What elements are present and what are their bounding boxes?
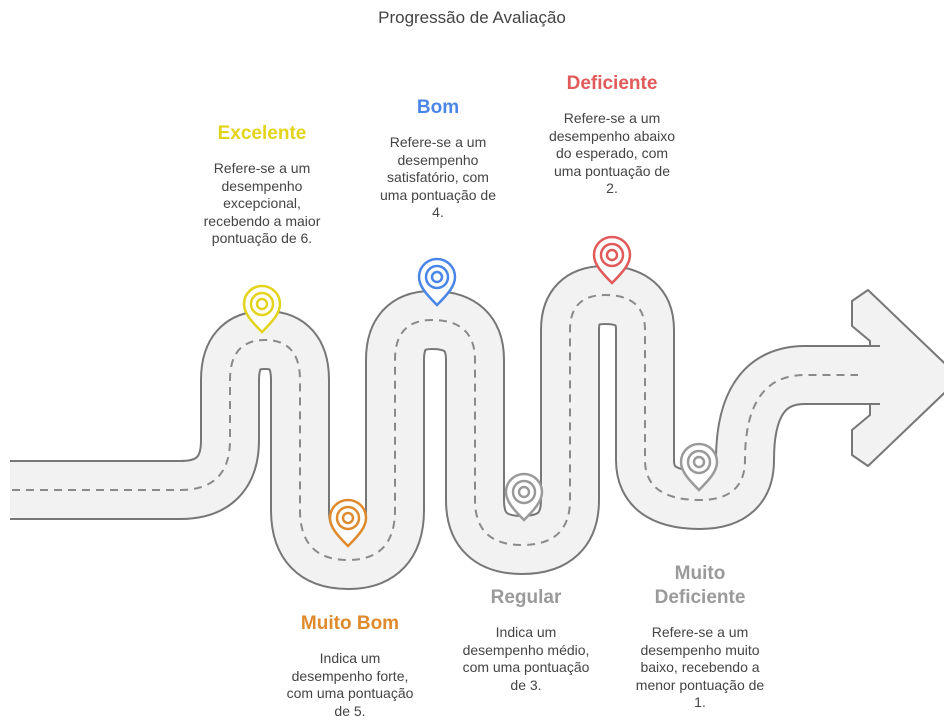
arrow-head-icon <box>851 289 944 467</box>
desc-line: desempenho médio, <box>462 641 590 658</box>
desc-line: com uma pontuação <box>462 659 590 675</box>
stage-bom: Bom Refere-se a um desempenho satisfatór… <box>348 96 528 222</box>
stage-name: Regular <box>490 587 562 608</box>
desc-line: menor pontuação de <box>635 676 765 693</box>
desc-line: pontuação de 6. <box>211 230 313 246</box>
stage-name-line: Muito <box>674 563 726 584</box>
desc-line: do esperado, com <box>555 145 669 161</box>
stage-name: Bom <box>416 97 460 118</box>
desc-line: Refere-se a um <box>389 134 487 150</box>
stage-description: Refere-se a um desempenho satisfatório, … <box>348 134 528 222</box>
desc-line: baixo, recebendo a <box>640 659 760 675</box>
desc-line: desempenho abaixo <box>548 127 676 144</box>
diagram-title: Progressão de Avaliação <box>378 8 566 27</box>
desc-line: recebendo a maior <box>203 212 321 229</box>
desc-line: Indica um <box>319 650 381 666</box>
desc-line: de 5. <box>334 702 366 719</box>
desc-line: satisfatório, com <box>387 169 489 185</box>
stage-muito-bom: Muito Bom Indica um desempenho forte, co… <box>260 612 440 720</box>
road-center-line <box>12 293 858 562</box>
stage-description: Refere-se a um desempenho excepcional, r… <box>172 160 352 248</box>
desc-line: 2. <box>606 180 618 196</box>
stage-name-line: Deficiente <box>654 587 746 608</box>
desc-line: desempenho <box>221 177 303 194</box>
desc-line: excepcional, <box>223 195 301 211</box>
stage-description: Indica um desempenho forte, com uma pont… <box>260 650 440 720</box>
stage-name: Excelente <box>217 123 307 144</box>
desc-line: com uma pontuação <box>286 685 414 701</box>
desc-line: desempenho <box>397 151 479 168</box>
stage-deficiente: Deficiente Refere-se a um desempenho aba… <box>522 72 702 198</box>
desc-line: desempenho forte, <box>291 667 409 684</box>
stage-description: Indica um desempenho médio, com uma pont… <box>436 624 616 694</box>
desc-line: Refere-se a um <box>213 160 311 176</box>
desc-line: de 3. <box>510 676 542 693</box>
stage-description: Refere-se a um desempenho abaixo do espe… <box>522 110 702 198</box>
desc-line: Indica um <box>495 624 557 640</box>
desc-line: 4. <box>432 204 444 220</box>
stage-muito-deficiente: Muito Deficiente Refere-se a um desempen… <box>610 562 790 712</box>
desc-line: 1. <box>694 694 706 710</box>
desc-line: Refere-se a um <box>651 624 749 640</box>
desc-line: Refere-se a um <box>563 110 661 126</box>
desc-line: desempenho muito <box>640 641 760 658</box>
stage-description: Refere-se a um desempenho muito baixo, r… <box>610 624 790 712</box>
stage-name: Deficiente <box>566 73 658 94</box>
desc-line: uma pontuação de <box>380 186 496 203</box>
desc-line: uma pontuação de <box>554 162 670 179</box>
stage-name: Muito Deficiente <box>610 562 790 610</box>
stage-regular: Regular Indica um desempenho médio, com … <box>436 586 616 694</box>
stage-name: Muito Bom <box>300 613 400 634</box>
stage-excelente: Excelente Refere-se a um desempenho exce… <box>172 122 352 248</box>
